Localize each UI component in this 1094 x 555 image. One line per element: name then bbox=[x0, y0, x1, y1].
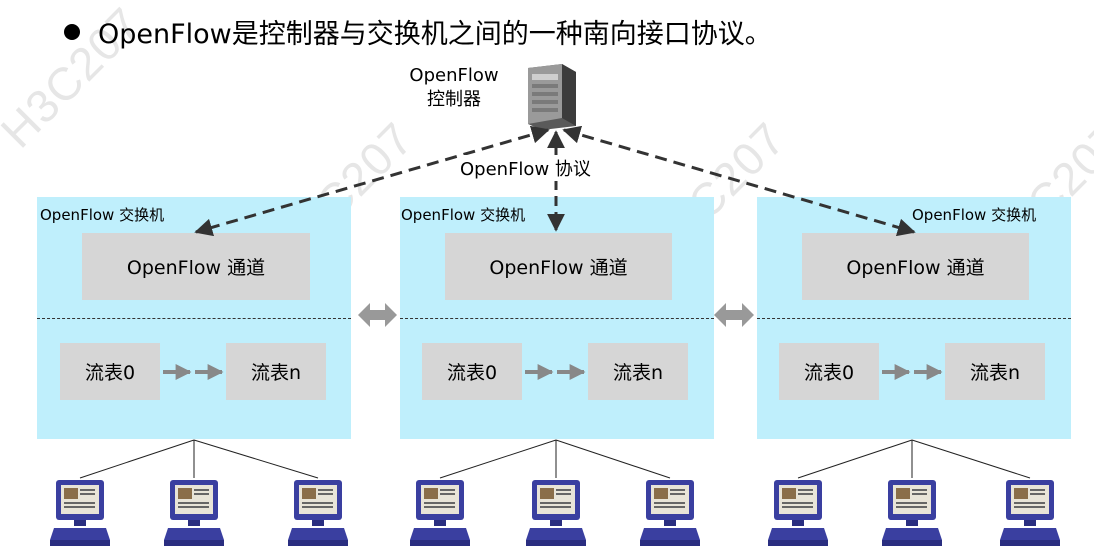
protocol-arrow-right bbox=[562, 125, 916, 237]
pc-icon bbox=[164, 478, 224, 548]
pc-icon bbox=[526, 478, 586, 548]
bullet-text: OpenFlow是控制器与交换机之间的一种南向接口协议。 bbox=[98, 19, 772, 50]
host-links bbox=[79, 439, 1031, 479]
pc-icon bbox=[410, 478, 470, 548]
openflow-channel: OpenFlow 通道 bbox=[445, 233, 672, 300]
openflow-channel: OpenFlow 通道 bbox=[802, 233, 1029, 300]
flow-table-n: 流表n bbox=[945, 343, 1045, 400]
controller-label-line2: 控制器 bbox=[427, 89, 481, 110]
bullet-heading: OpenFlow是控制器与交换机之间的一种南向接口协议。 bbox=[64, 12, 772, 51]
pc-icon bbox=[288, 478, 348, 548]
flow-table-n: 流表n bbox=[588, 343, 688, 400]
switch-divider bbox=[757, 318, 1071, 319]
openflow-channel: OpenFlow 通道 bbox=[82, 233, 310, 300]
pc-icon bbox=[640, 478, 700, 548]
flow-table-n: 流表n bbox=[226, 343, 326, 400]
controller-label: OpenFlow 控制器 bbox=[400, 64, 508, 112]
switch-link-arrow-2 bbox=[714, 303, 754, 327]
flow-table-0: 流表0 bbox=[422, 343, 522, 400]
switch-divider bbox=[400, 318, 714, 319]
switch-label: OpenFlow 交换机 bbox=[40, 206, 165, 224]
protocol-label: OpenFlow 协议 bbox=[458, 155, 593, 181]
bullet-dot bbox=[64, 23, 80, 40]
controller-label-line1: OpenFlow bbox=[409, 65, 499, 86]
pc-icon bbox=[768, 478, 828, 548]
flow-table-0: 流表0 bbox=[779, 343, 879, 400]
pc-icon bbox=[882, 478, 942, 548]
flow-table-0: 流表0 bbox=[60, 343, 160, 400]
protocol-arrow-left bbox=[194, 125, 550, 237]
switch-label: OpenFlow 交换机 bbox=[912, 206, 1037, 224]
server-icon bbox=[528, 64, 576, 130]
switch-divider bbox=[37, 318, 351, 319]
pc-icon bbox=[1000, 478, 1060, 548]
pc-icon bbox=[50, 478, 110, 548]
switch-link-arrow-1 bbox=[358, 303, 397, 327]
